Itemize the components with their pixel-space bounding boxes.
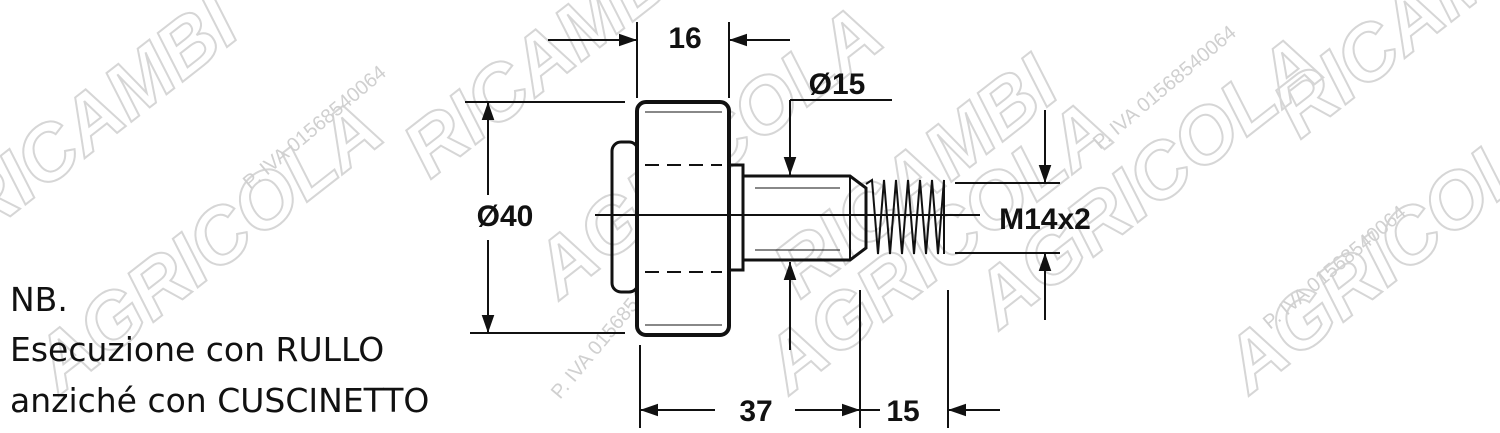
dim-shaft-diameter: Ø15 [809, 68, 866, 101]
dim-roller-width: 16 [668, 22, 701, 55]
svg-text:RICAMBI: RICAMBI [1256, 0, 1500, 153]
part-outline [595, 100, 980, 337]
dim-roller-diameter: Ø40 [477, 200, 534, 233]
note-line-1: Esecuzione con RULLO [10, 330, 385, 369]
dim-thread: M14x2 [999, 203, 1091, 236]
dim-shaft-length: 37 [739, 395, 772, 428]
dimension-lines [465, 22, 1060, 428]
note-line-2: anziché con CUSCINETTO [10, 381, 430, 420]
dim-thread-length: 15 [886, 395, 919, 428]
note-title: NB. [10, 280, 68, 319]
